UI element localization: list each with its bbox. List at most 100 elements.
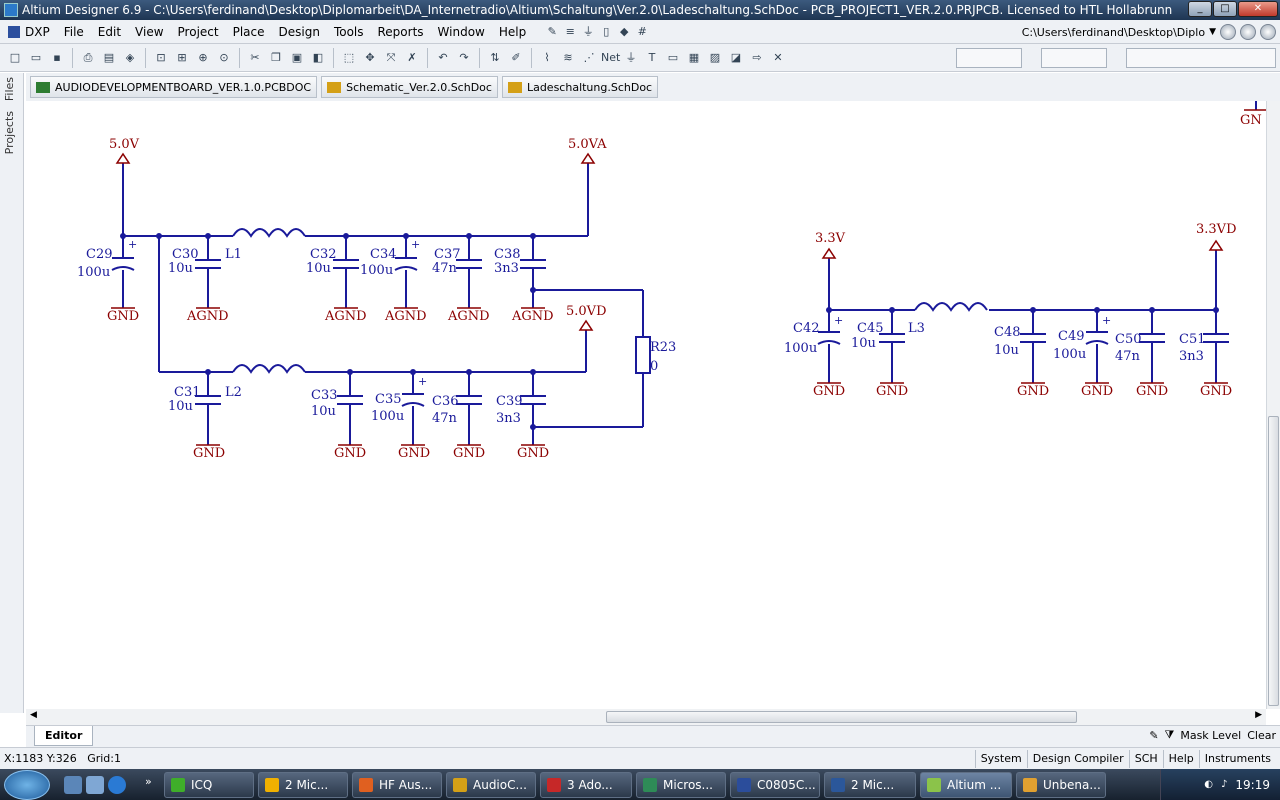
device-sheet-icon[interactable]: ◪: [730, 50, 742, 64]
design-compiler-button[interactable]: Design Compiler: [1026, 750, 1129, 768]
port-icon[interactable]: ⇨: [752, 50, 762, 64]
hierarchy-icon[interactable]: ⇅: [490, 50, 500, 64]
taskbar-item[interactable]: C0805C...: [730, 772, 820, 798]
back-icon[interactable]: [1220, 24, 1236, 40]
place-part-icon[interactable]: ▭: [667, 50, 679, 64]
volume-icon[interactable]: ♪: [1221, 779, 1228, 790]
taskbar-item-active[interactable]: Altium ...: [920, 772, 1012, 798]
files-panel-tab[interactable]: Files: [3, 77, 16, 102]
minimize-button[interactable]: _: [1188, 1, 1212, 17]
scroll-right-icon[interactable]: ▶: [1255, 710, 1262, 720]
taskbar-item[interactable]: ICQ: [164, 772, 254, 798]
zoom-options-icon[interactable]: ⊙: [219, 50, 229, 64]
clear-filter-icon[interactable]: ✗: [407, 50, 417, 64]
toolbar-combo-1[interactable]: [956, 48, 1022, 68]
clear-button[interactable]: Clear: [1247, 728, 1276, 742]
net-label-icon[interactable]: Net: [601, 50, 621, 64]
menu-file[interactable]: File: [63, 24, 84, 39]
internet-explorer-icon[interactable]: [108, 776, 126, 794]
open-icon[interactable]: ▭: [30, 50, 42, 64]
cut-icon[interactable]: ✂: [250, 50, 260, 64]
menu-edit[interactable]: Edit: [97, 24, 122, 39]
help-panel-button[interactable]: Help: [1162, 750, 1199, 768]
system-panel-button[interactable]: System: [974, 750, 1027, 768]
browse-icon[interactable]: ✐: [511, 50, 521, 64]
menu-project[interactable]: Project: [177, 24, 219, 39]
sheet-entry-icon[interactable]: ▨: [709, 50, 721, 64]
menu-view[interactable]: View: [135, 24, 164, 39]
part-icon[interactable]: ▯: [603, 24, 610, 38]
gnd-port-icon[interactable]: ⏚: [625, 50, 637, 64]
start-button[interactable]: [4, 770, 50, 800]
menu-help[interactable]: Help: [498, 24, 527, 39]
pencil-icon[interactable]: ✎: [1149, 728, 1159, 742]
path-field[interactable]: C:\Users\ferdinand\Desktop\Diplo: [1021, 25, 1206, 39]
wiring-tool-icon[interactable]: ✎: [547, 24, 557, 38]
redo-icon[interactable]: ↷: [459, 50, 469, 64]
undo-icon[interactable]: ↶: [438, 50, 448, 64]
tab-schematic-document[interactable]: Schematic_Ver.2.0.SchDoc: [321, 76, 498, 98]
zoom-area-icon[interactable]: ⊞: [177, 50, 187, 64]
forward-icon[interactable]: [1240, 24, 1256, 40]
place-wire-icon[interactable]: ⌇: [544, 50, 550, 64]
taskbar-item[interactable]: 2 Mic...: [258, 772, 348, 798]
menu-place[interactable]: Place: [232, 24, 265, 39]
bus-entry-icon[interactable]: ⋰: [583, 50, 595, 64]
select-area-icon[interactable]: ⬚: [343, 50, 355, 64]
print-icon[interactable]: ⎙: [83, 50, 93, 64]
no-erc-icon[interactable]: ✕: [773, 50, 783, 64]
instruments-panel-button[interactable]: Instruments: [1198, 750, 1276, 768]
menu-tools[interactable]: Tools: [333, 24, 364, 39]
rubber-stamp-icon[interactable]: ◧: [312, 50, 324, 64]
paste-icon[interactable]: ▣: [291, 50, 303, 64]
clock[interactable]: 19:19: [1235, 777, 1270, 792]
scroll-left-icon[interactable]: ◀: [30, 710, 37, 720]
vertical-scrollbar[interactable]: [1266, 101, 1280, 709]
projects-panel-tab[interactable]: Projects: [3, 111, 16, 155]
taskbar-item[interactable]: HF Aus...: [352, 772, 442, 798]
mask-level-button[interactable]: Mask Level: [1180, 728, 1242, 742]
tab-pcb-document[interactable]: AUDIODEVELOPMENTBOARD_VER.1.0.PCBDOC: [30, 76, 318, 98]
horizontal-scrollbar[interactable]: ◀ ▶: [26, 709, 1266, 725]
schematic-canvas[interactable]: +++ ++ 5.0V 5.0VA 5.0VD 3.3V 3.3V: [26, 101, 1266, 709]
directive-icon[interactable]: ◆: [619, 24, 629, 38]
menu-dxp[interactable]: DXP: [0, 20, 57, 44]
zoom-fit-icon[interactable]: ⊡: [156, 50, 166, 64]
menu-window[interactable]: Window: [437, 24, 485, 39]
maximize-button[interactable]: □: [1213, 1, 1237, 17]
taskbar-item[interactable]: 3 Ado...: [540, 772, 632, 798]
menu-reports[interactable]: Reports: [377, 24, 424, 39]
sheet-symbol-icon[interactable]: ▦: [688, 50, 700, 64]
toolbar-combo-3[interactable]: [1126, 48, 1276, 68]
altium-app-icon[interactable]: [4, 3, 18, 17]
switch-windows-icon[interactable]: [86, 776, 104, 794]
taskbar-item[interactable]: Unbena...: [1016, 772, 1106, 798]
sch-panel-button[interactable]: SCH: [1128, 750, 1163, 768]
tab-ladeschaltung-document[interactable]: Ladeschaltung.SchDoc: [501, 76, 659, 98]
editor-tab[interactable]: Editor: [34, 726, 94, 746]
save-icon[interactable]: ▪: [53, 50, 61, 64]
language-icon[interactable]: ◐: [1204, 779, 1214, 790]
menu-design[interactable]: Design: [278, 24, 320, 39]
power-port-icon[interactable]: ⏚: [582, 24, 594, 38]
vcc-port-icon[interactable]: T: [648, 50, 656, 64]
taskbar-item[interactable]: 2 Mic...: [824, 772, 916, 798]
show-desktop-icon[interactable]: [64, 776, 82, 794]
deselect-icon[interactable]: ⤧: [386, 50, 396, 64]
grid-icon[interactable]: #: [637, 24, 647, 38]
new-icon[interactable]: □: [9, 50, 21, 64]
toolbar-combo-2[interactable]: [1041, 48, 1107, 68]
bus-tool-icon[interactable]: ≡: [565, 24, 575, 38]
vertical-scroll-thumb[interactable]: [1268, 416, 1279, 706]
zoom-selected-icon[interactable]: ⊕: [198, 50, 208, 64]
taskbar-item[interactable]: AudioC...: [446, 772, 536, 798]
close-button[interactable]: ✕: [1238, 1, 1278, 17]
copy-icon[interactable]: ❐: [271, 50, 281, 64]
chevron-down-icon[interactable]: ▼: [1209, 27, 1216, 37]
filter-icon[interactable]: ⧩: [1164, 728, 1175, 741]
move-icon[interactable]: ✥: [365, 50, 375, 64]
layers-icon[interactable]: ◈: [125, 50, 135, 64]
home-icon[interactable]: [1260, 24, 1276, 40]
horizontal-scroll-thumb[interactable]: [606, 711, 1077, 723]
place-bus-icon[interactable]: ≋: [563, 50, 573, 64]
